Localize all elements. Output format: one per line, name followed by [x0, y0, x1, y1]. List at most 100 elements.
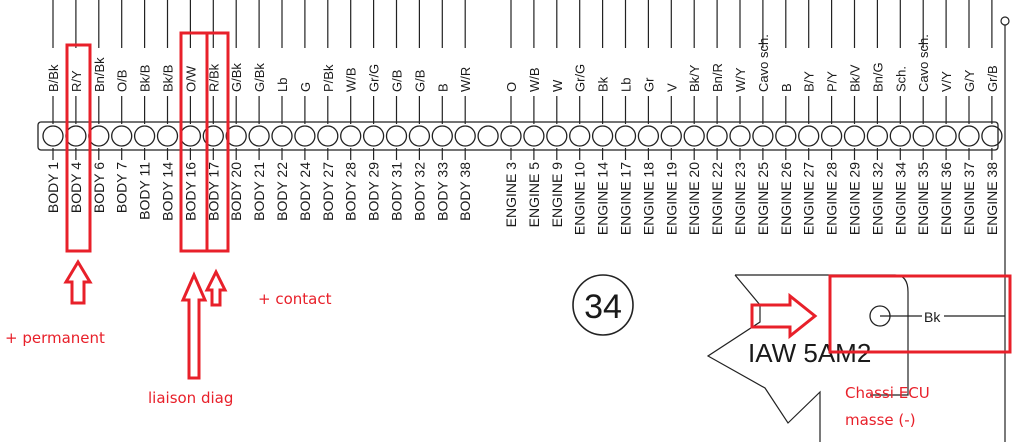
pin-circle — [111, 125, 133, 147]
pin-function-label: ENGINE 26 — [778, 162, 794, 235]
pin-function-label: ENGINE 10 — [572, 162, 588, 235]
pin-function-label: BODY 22 — [274, 162, 290, 221]
pin-circle — [752, 125, 774, 147]
pin-circle — [935, 125, 957, 147]
pin-function-label: ENGINE 34 — [892, 162, 908, 235]
pin-circle — [431, 125, 453, 147]
pin-circle — [958, 125, 980, 147]
pin-wire-color: O — [504, 82, 519, 92]
pin-circle — [133, 125, 156, 147]
pin-function-label: ENGINE 9 — [549, 162, 565, 228]
pin-function-label: BODY 32 — [411, 162, 427, 221]
connector-pin: Gr/G ENGINE 10 — [569, 0, 591, 235]
annotation-chassis-line1: Chassi ECU — [845, 384, 930, 402]
pin-wire-color: G/Bk — [229, 63, 244, 92]
pin-wire-color: W/B — [344, 67, 359, 92]
pin-function-label: ENGINE 37 — [961, 162, 977, 235]
pin-wire-color: W — [550, 79, 565, 92]
pin-circle — [317, 125, 339, 147]
pin-wire-color: Gr — [641, 77, 656, 92]
pin-wire-color: B/Bk — [46, 64, 61, 92]
pin-wire-color: Gr/G — [573, 64, 588, 92]
pin-wire-color: Cavo sch. — [916, 34, 931, 92]
pin-function-label: ENGINE 23 — [732, 162, 748, 235]
pin-wire-color: Gr/G — [367, 64, 382, 92]
arrow-contact — [204, 268, 228, 307]
pin-function-label: ENGINE 32 — [869, 162, 885, 235]
connector-pin: O ENGINE 3 — [500, 0, 522, 228]
pin-circle — [385, 125, 408, 147]
pin-wire-color: B — [779, 83, 794, 92]
pin-circle — [912, 125, 934, 147]
highlight-body4 — [65, 43, 92, 253]
connector-pin: B ENGINE 26 — [775, 0, 797, 235]
pin-function-label: BODY 7 — [114, 162, 130, 213]
pin-wire-color: B/Y — [802, 71, 817, 92]
pin-function-label: BODY 11 — [137, 162, 153, 220]
arrow-diag — [180, 271, 208, 380]
pin-circle — [637, 125, 660, 147]
pin-circle — [591, 125, 614, 147]
pin-function-label: BODY 17 — [205, 162, 221, 221]
pin-wire-color: Bk/B — [138, 65, 153, 92]
connector-pin: Cavo sch.ENGINE 35 — [912, 0, 934, 235]
pin-wire-color: Bk — [596, 76, 611, 92]
pin-wire-color: B — [435, 83, 450, 92]
pin-function-label: BODY 16 — [182, 162, 198, 221]
pin-circle — [798, 125, 820, 147]
pin-circle — [523, 125, 545, 147]
pin-wire-color: O/B — [115, 70, 130, 92]
highlight-body17 — [205, 31, 230, 253]
pin-circle — [706, 125, 728, 147]
pin-wire-color: Lb — [275, 78, 290, 92]
pin-function-label: ENGINE 25 — [755, 162, 771, 235]
pin-function-label: ENGINE 14 — [595, 162, 611, 235]
pin-circle — [271, 125, 293, 147]
pin-function-label: ENGINE 18 — [640, 162, 656, 235]
annotation-contact: + contact — [258, 290, 332, 308]
pin-circle — [981, 125, 1003, 147]
pin-wire-color: V — [664, 83, 679, 92]
pin-function-label: ENGINE 28 — [824, 162, 840, 235]
right-edge-wire-terminal — [1000, 16, 1010, 26]
pin-function-label: BODY 14 — [160, 162, 176, 221]
pin-circle — [248, 125, 270, 147]
pin-circle — [660, 125, 682, 147]
pin-function-label: BODY 1 — [45, 162, 61, 213]
pin-circle — [500, 125, 522, 147]
pin-circle — [88, 125, 110, 147]
ground-wire-color: Bk — [924, 309, 941, 325]
pin-circle — [614, 125, 637, 147]
pin-circle — [843, 125, 866, 147]
pin-function-label: ENGINE 3 — [503, 162, 519, 228]
pin-circle — [225, 125, 247, 147]
pin-wire-color: Bk/B — [161, 65, 176, 92]
pin-circle — [866, 125, 889, 147]
highlight-chassis-ground — [828, 274, 1012, 354]
annotation-permanent: + permanent — [5, 329, 105, 347]
connector-pin: Bk/B BODY 11 — [133, 0, 156, 220]
pin-circle — [546, 125, 568, 147]
pin-wire-color: Bn/Bk — [92, 57, 107, 92]
connector-number-circle — [572, 274, 634, 336]
pin-function-label: BODY 24 — [297, 162, 313, 221]
pin-wire-color: Sch. — [893, 66, 908, 92]
connector-pin: Bk/B BODY 14 — [156, 0, 179, 221]
pin-circle — [179, 125, 202, 147]
pin-wire-color: P/Bk — [321, 64, 336, 92]
pin-wire-color: G/Bk — [252, 63, 267, 92]
